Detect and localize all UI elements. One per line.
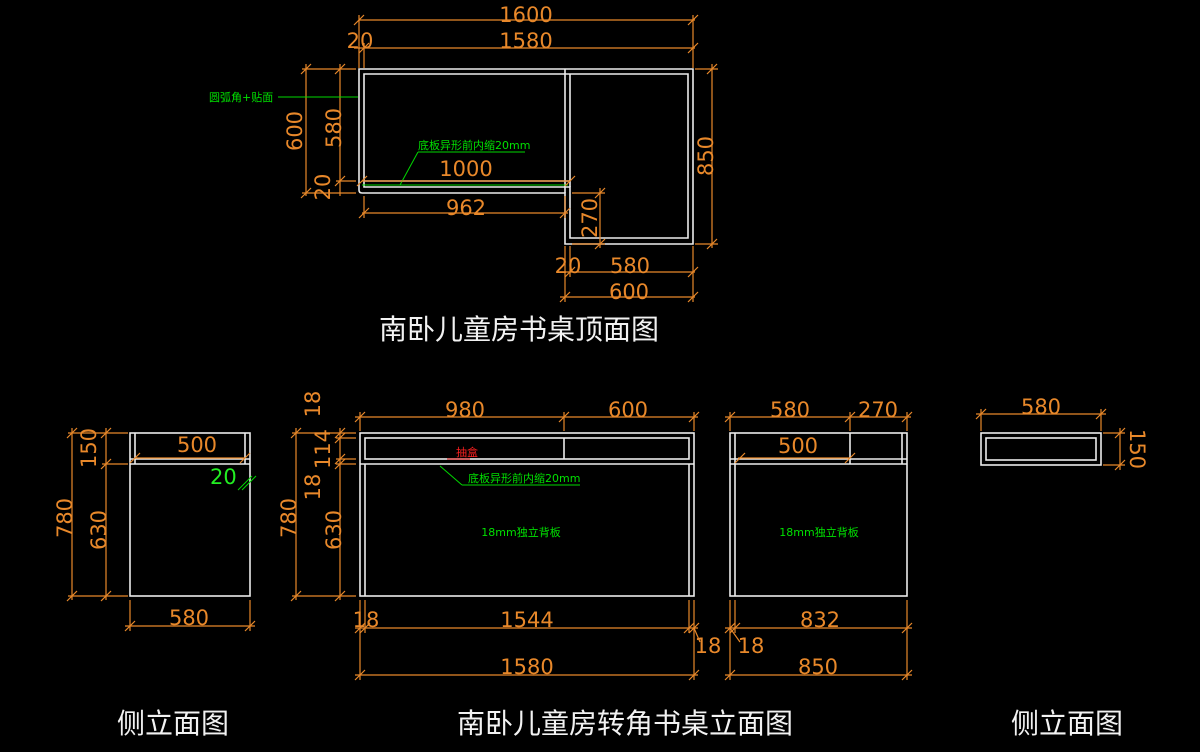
- side-left-body: [129, 432, 251, 597]
- plan-outline-outer: [358, 68, 694, 245]
- side-left-dim-580: 580: [169, 606, 209, 630]
- plan-bottom-board-leader: [399, 151, 419, 186]
- side-elevation-right: 580 150 侧立面图: [975, 395, 1149, 740]
- side-right-dim-580: 580: [1021, 395, 1061, 419]
- plan-dim-20-bottom: 20: [555, 254, 582, 278]
- wing-elev-dim-18: 18: [738, 634, 765, 658]
- back-panel-main-note: 18mm独立背板: [481, 525, 560, 539]
- plan-dim-600-left: 600: [283, 111, 307, 151]
- main-elev-dim-630: 630: [322, 510, 346, 550]
- wing-elev-dim-832: 832: [800, 608, 840, 632]
- side-elevation-left: 500 20 780 150 630 580 侧立面图: [53, 427, 257, 740]
- plan-dim-1600: 1600: [499, 3, 552, 27]
- wing-elev-dim-850: 850: [798, 655, 838, 679]
- main-elev-dim-114: 114: [311, 429, 335, 469]
- main-elevation: 抽盒 底板异形前内缩20mm 18mm独立背板 980 600 780: [277, 391, 793, 740]
- side-left-dim-150: 150: [77, 428, 101, 468]
- main-elev-dim-18-bl: 18: [353, 608, 380, 632]
- plan-dim-1000: 1000: [439, 157, 492, 181]
- plan-title: 南卧儿童房书桌顶面图: [379, 313, 659, 346]
- plan-dim-600-bottom: 600: [609, 280, 649, 304]
- plan-dim-1580: 1580: [499, 29, 552, 53]
- plan-dim-962: 962: [446, 196, 486, 220]
- wing-elev-dim-500: 500: [778, 434, 818, 458]
- plan-bottom-board-note: 底板异形前内缩20mm: [418, 138, 530, 152]
- side-right-body: [980, 432, 1102, 466]
- side-left-dim-500: 500: [177, 433, 217, 457]
- main-elev-dim-18-mid: 18: [301, 474, 325, 501]
- round-corner-note: 圆弧角+贴面: [209, 90, 273, 104]
- plan-dim-850: 850: [694, 136, 718, 176]
- plan-dim-580-left: 580: [322, 108, 346, 148]
- plan-outline-inner: [363, 73, 689, 239]
- wing-elevation: 500 18mm独立背板 580 270 18 832 850: [724, 398, 913, 681]
- main-elev-body: [359, 432, 695, 597]
- main-elev-dim-1544: 1544: [500, 608, 553, 632]
- main-elev-title: 南卧儿童房转角书桌立面图: [457, 707, 793, 740]
- main-elev-dim-980: 980: [445, 398, 485, 422]
- main-elev-dim-18-br: 18: [695, 634, 722, 658]
- wing-elev-dim-270: 270: [858, 398, 898, 422]
- drawer-label: 抽盒: [456, 445, 478, 459]
- main-elev-dim-18-top: 18: [301, 391, 325, 418]
- side-left-dim-780: 780: [53, 498, 77, 538]
- wing-elev-body: [729, 432, 908, 597]
- elev-bottom-board-leader: [439, 465, 463, 486]
- back-panel-side-note: 18mm独立背板: [779, 525, 858, 539]
- main-elev-dim-600: 600: [608, 398, 648, 422]
- side-left-dim-20: 20: [210, 465, 237, 489]
- plan-view: 1600 20 1580 600 580 20 圆弧角+贴面 底板异形前内缩20…: [209, 3, 718, 346]
- plan-dim-20-top: 20: [347, 29, 374, 53]
- elev-bottom-board-note: 底板异形前内缩20mm: [468, 471, 580, 485]
- plan-dim-20-left: 20: [311, 174, 335, 201]
- wing-elev-dim-580: 580: [770, 398, 810, 422]
- main-elev-dim-780: 780: [277, 498, 301, 538]
- plan-dim-270: 270: [578, 198, 602, 238]
- main-elev-dim-1580: 1580: [500, 655, 553, 679]
- plan-dim-580-bottom: 580: [610, 254, 650, 278]
- side-right-dim-150: 150: [1125, 429, 1149, 469]
- side-left-dim-630: 630: [87, 510, 111, 550]
- side-right-title: 侧立面图: [1011, 707, 1123, 740]
- side-left-title: 侧立面图: [117, 707, 229, 740]
